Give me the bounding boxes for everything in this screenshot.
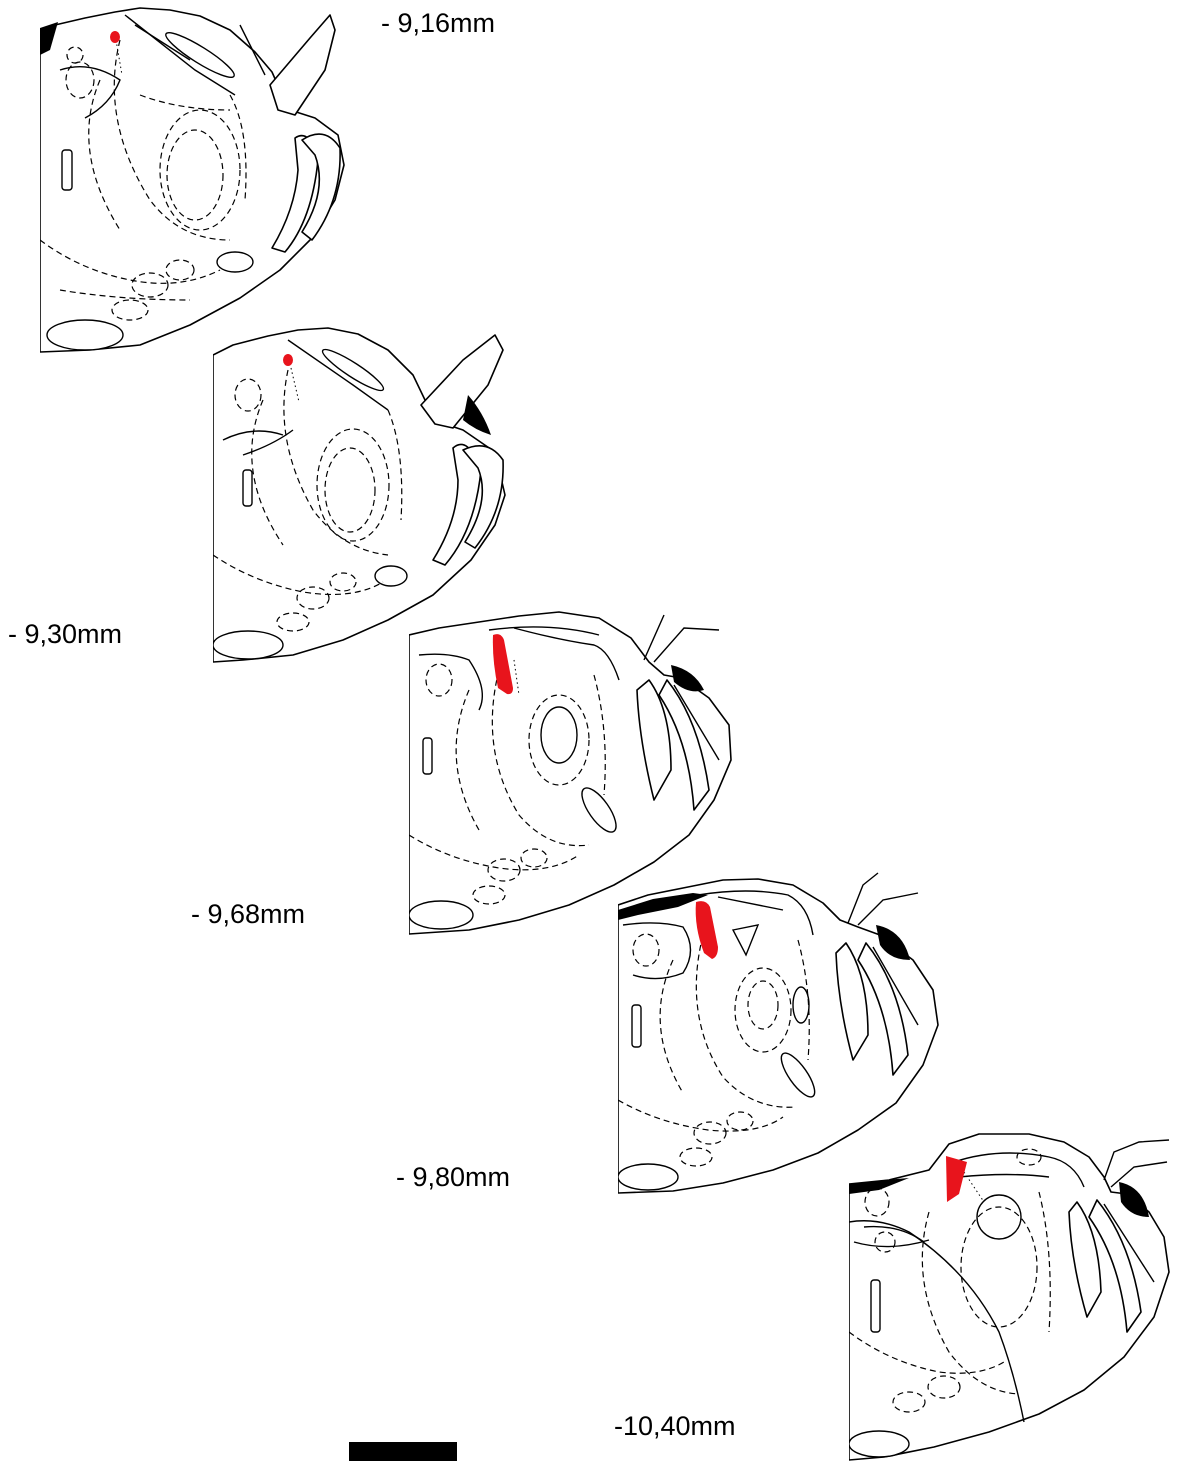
lesion-mark <box>110 31 120 43</box>
scale-bar <box>349 1442 457 1461</box>
brain-section-1 <box>40 0 350 355</box>
section-label-3: - 9,68mm <box>191 899 305 930</box>
section-label-5: -10,40mm <box>614 1411 736 1442</box>
section-label-2: - 9,30mm <box>8 619 122 650</box>
section-label-4: - 9,80mm <box>396 1162 510 1193</box>
lesion-mark <box>283 354 293 366</box>
brain-section-5 <box>849 1132 1177 1461</box>
section-label-1: - 9,16mm <box>381 8 495 39</box>
